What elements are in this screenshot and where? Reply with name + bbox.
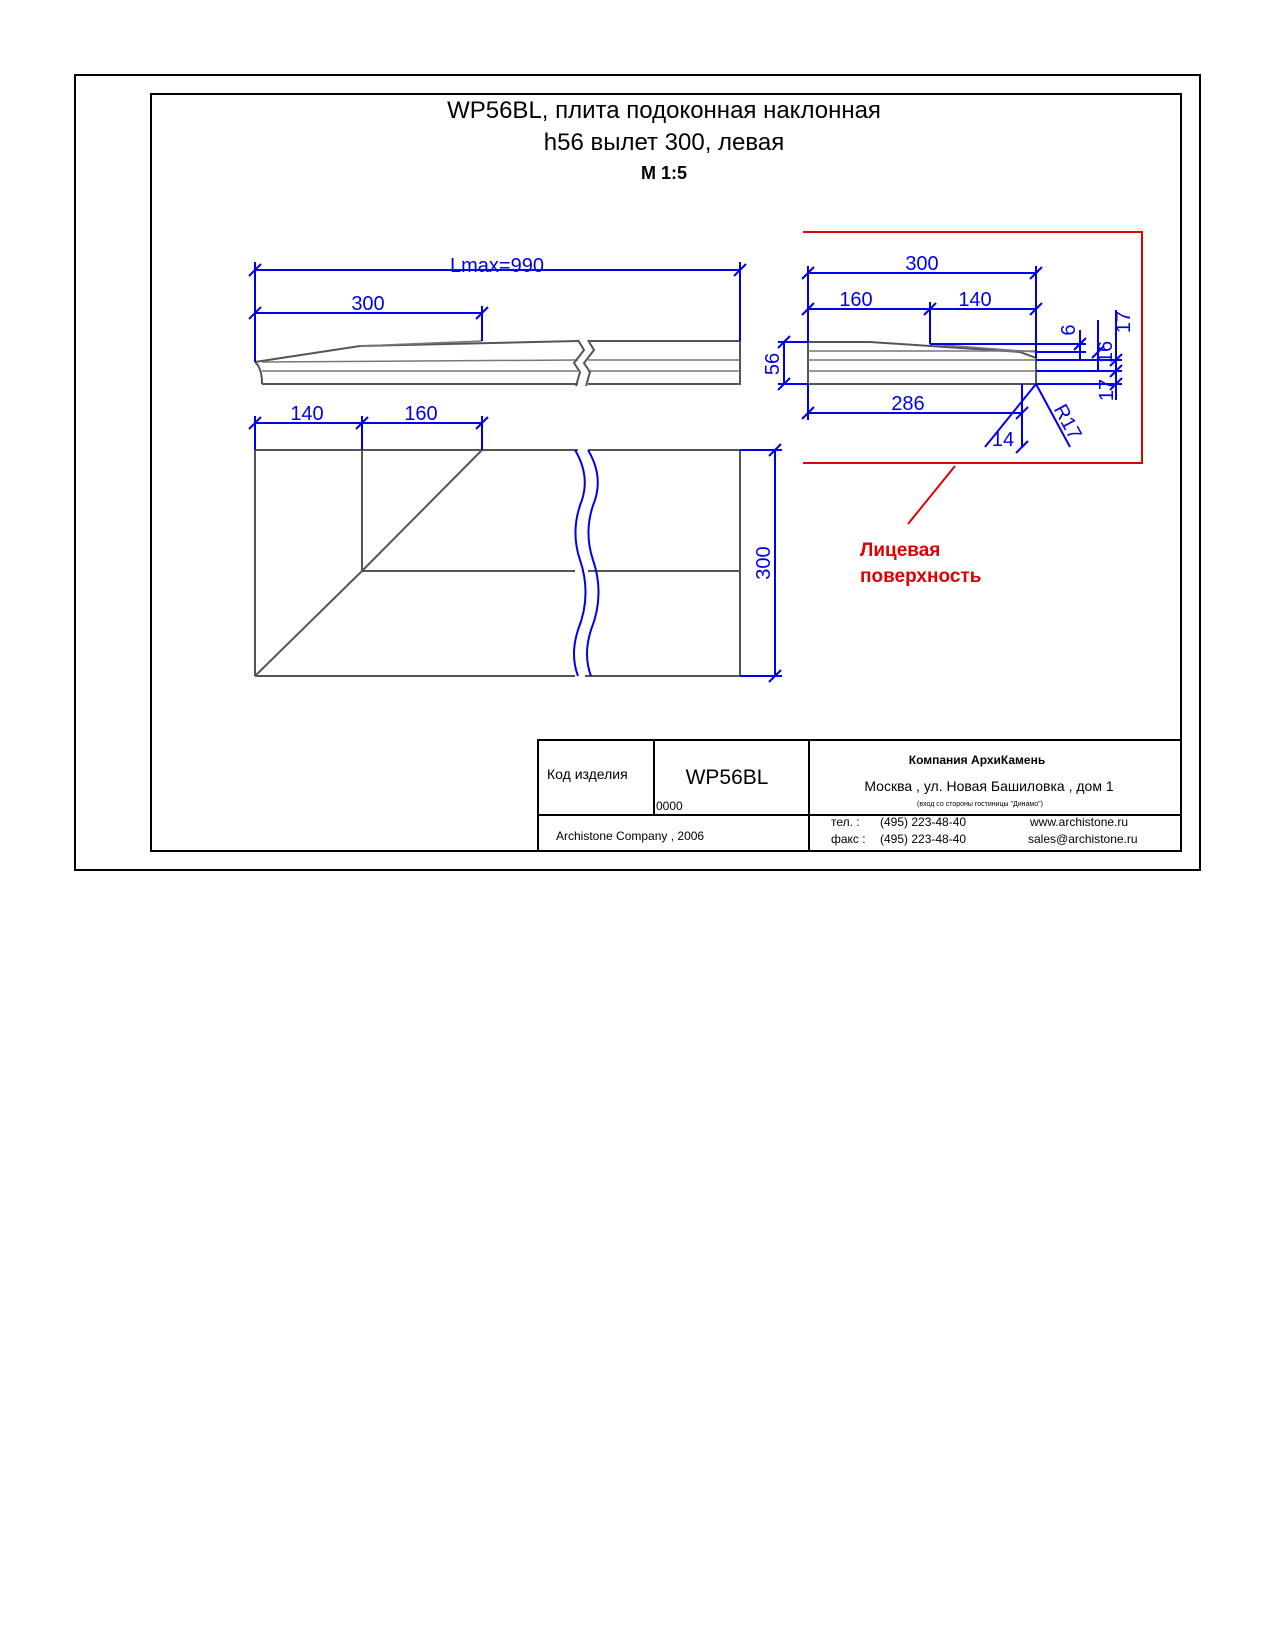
- dim-section-300: 300: [801, 253, 1043, 358]
- dim-section-56-label: 56: [762, 353, 784, 375]
- face-surface-label-line1: Лицевая: [860, 540, 940, 561]
- dim-section-14-r17: 14 R17: [984, 383, 1086, 454]
- dim-lmax: Lmax=990: [248, 255, 747, 362]
- dim-plan-140-label: 140: [290, 403, 323, 425]
- section-view: [807, 341, 1037, 385]
- dim-section-286-label: 286: [891, 393, 924, 415]
- dim-section-140-label: 140: [958, 289, 991, 311]
- dim-section-56: 56: [762, 335, 808, 391]
- title-block-code-number: 0000: [656, 799, 683, 813]
- dim-plan-140-160: 140 160: [248, 403, 489, 450]
- dim-section-14-label: 14: [992, 429, 1014, 451]
- title-block-address: Москва , ул. Новая Башиловка , дом 1: [864, 778, 1113, 794]
- dim-section-right-stack: 6 16 17 17: [1036, 310, 1135, 401]
- dim-section-r17-label: R17: [1049, 401, 1086, 444]
- title-block: Код изделия WP56BL 0000 Archistone Compa…: [537, 739, 1182, 852]
- dim-section-160-140: 160 140: [801, 289, 1043, 345]
- dim-top-300-label: 300: [351, 293, 384, 315]
- dim-right-17-top-label: 17: [1113, 311, 1135, 333]
- dim-lmax-label: Lmax=990: [450, 255, 544, 277]
- dim-right-16-label: 16: [1095, 341, 1117, 363]
- dim-section-160-label: 160: [839, 289, 872, 311]
- dim-right-6-label: 6: [1058, 324, 1080, 335]
- title-block-code-label: Код изделия: [547, 766, 628, 782]
- title-block-company: Компания АрхиКамень: [909, 753, 1045, 767]
- plan-view: [254, 449, 741, 677]
- dim-plan-300: 300: [740, 443, 782, 683]
- drawing-title-line1: WP56BL, плита подоконная наклонная: [447, 97, 881, 124]
- title-block-phone-label: тел. :: [831, 815, 860, 829]
- face-surface-marker: Лицевая поверхность: [803, 231, 1143, 587]
- dim-right-17-bottom-label: 17: [1096, 379, 1118, 401]
- dim-plan-160-label: 160: [404, 403, 437, 425]
- dim-plan-300-label: 300: [753, 546, 775, 579]
- dim-section-286: 286: [801, 384, 1029, 420]
- title-block-phone: (495) 223-48-40: [880, 815, 966, 829]
- title-block-fax-label: факс :: [831, 832, 866, 846]
- title-block-code-value: WP56BL: [686, 766, 769, 789]
- title-block-fax: (495) 223-48-40: [880, 832, 966, 846]
- title-block-email: sales@archistone.ru: [1028, 832, 1138, 846]
- front-view: [254, 339, 741, 387]
- face-surface-label-line2: поверхность: [860, 566, 981, 587]
- drawing-title-line2: h56 вылет 300, левая: [544, 129, 784, 156]
- title-block-website: www.archistone.ru: [1029, 815, 1128, 829]
- drawing-scale: М 1:5: [641, 163, 687, 183]
- title-block-copyright: Archistone Company , 2006: [556, 829, 704, 843]
- inner-frame: [150, 93, 1182, 852]
- title-block-address-note: (вход со стороны гостиницы "Динамо"): [917, 801, 1043, 808]
- dim-section-300-label: 300: [905, 253, 938, 275]
- dim-top-300: 300: [248, 293, 489, 341]
- outer-frame: [74, 74, 1201, 871]
